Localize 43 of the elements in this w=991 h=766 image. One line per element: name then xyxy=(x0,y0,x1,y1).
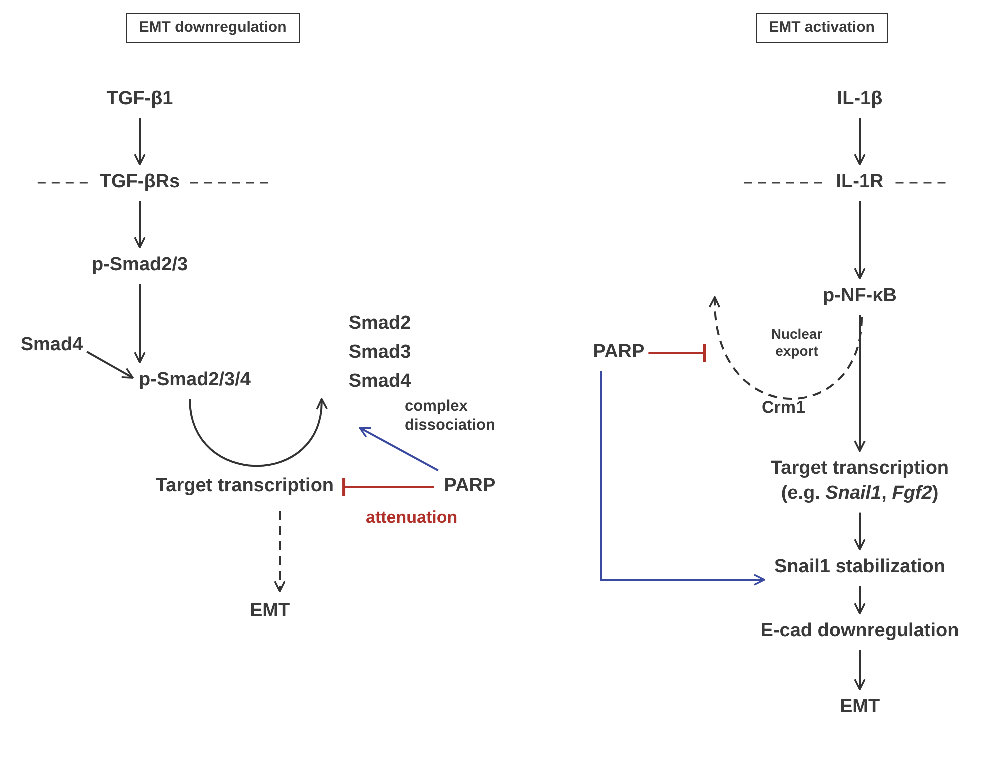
heading-box: EMT activation xyxy=(756,13,888,43)
node-label: Target transcription xyxy=(156,476,334,498)
inhibition-line xyxy=(648,344,706,362)
arrow xyxy=(854,315,866,452)
annotation-text: Crm1 xyxy=(762,398,806,418)
inhibition-line xyxy=(342,478,434,496)
annotation-text: complex dissociation xyxy=(405,398,496,436)
node-label: EMT xyxy=(250,600,290,624)
node-label: Target transcription xyxy=(770,458,950,481)
annotation-text: Nuclear export xyxy=(770,326,824,360)
node-label: PARP xyxy=(593,342,645,364)
node-label: TGF-βRs xyxy=(100,172,180,194)
node-label: EMT xyxy=(840,696,880,720)
heading-box: EMT downregulation xyxy=(126,13,300,43)
arrow xyxy=(134,201,146,248)
arrow xyxy=(359,427,439,472)
arrow xyxy=(189,398,327,468)
edge-label: attenuation xyxy=(366,508,458,528)
node-label: IL-1R xyxy=(836,172,884,194)
node-label: PARP xyxy=(444,476,496,498)
node-label: p-NF-κB xyxy=(823,286,897,308)
arrow xyxy=(854,650,866,690)
arrow xyxy=(134,284,146,364)
node-label: p-Smad2/3 xyxy=(92,254,188,278)
arrow xyxy=(854,201,866,280)
arrow xyxy=(710,296,863,400)
node-label: Smad4 xyxy=(348,370,412,394)
arrow xyxy=(600,371,766,586)
node-label: Smad4 xyxy=(20,334,84,358)
arrow xyxy=(854,512,866,550)
node-label: IL-1β xyxy=(837,88,883,112)
node-label: E-cad downregulation xyxy=(760,620,960,644)
arrow xyxy=(134,118,146,166)
node-label: Smad2 xyxy=(348,312,412,336)
node-label: p-Smad2/3/4 xyxy=(139,370,251,392)
node-label: (e.g. Snail1, Fgf2) xyxy=(781,483,939,506)
node-label: Snail1 stabilization xyxy=(774,556,946,580)
arrow xyxy=(86,351,134,379)
arrow xyxy=(854,586,866,614)
arrow xyxy=(854,118,866,166)
node-label: TGF-β1 xyxy=(106,88,174,112)
node-label: Smad3 xyxy=(348,342,412,364)
arrow xyxy=(274,511,286,592)
